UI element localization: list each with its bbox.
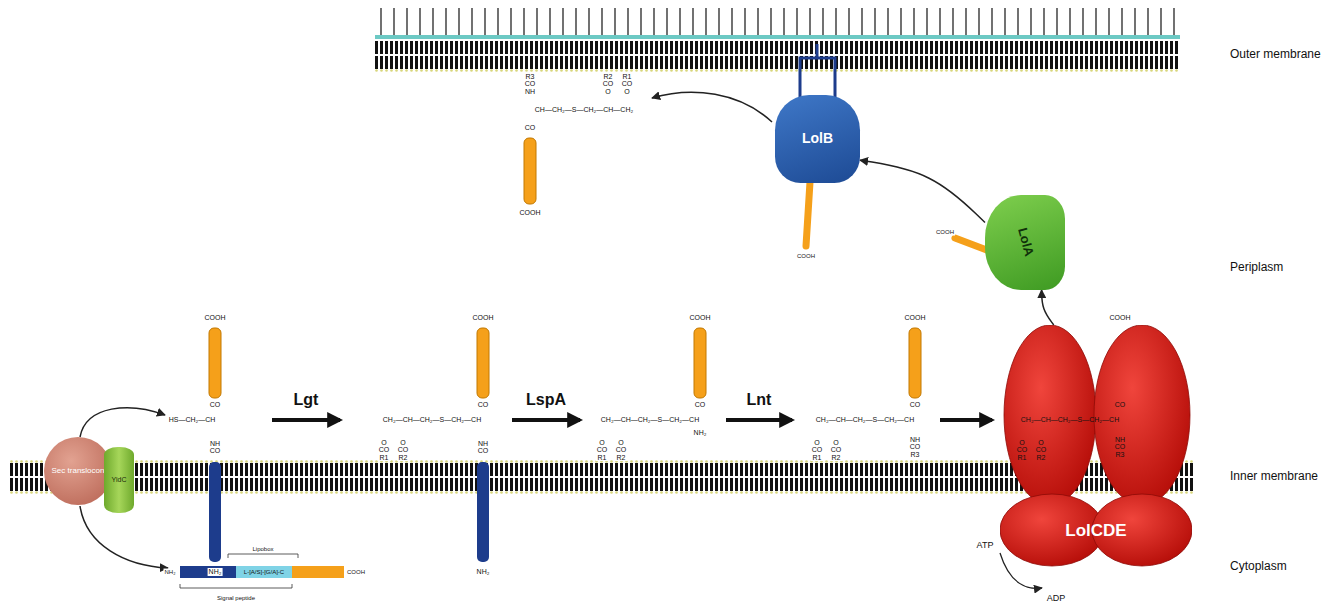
chemical-label: CH₂—CH—CH₂—S—CH₂—CH bbox=[600, 416, 700, 424]
compartment-label: Periplasm bbox=[1230, 261, 1283, 275]
chemical-label: NH₂ bbox=[476, 568, 491, 576]
chemical-label: COOH bbox=[519, 209, 542, 217]
compartment-label: Outer membrane bbox=[1230, 48, 1321, 62]
signal-peptide-bars bbox=[209, 462, 489, 562]
chemical-label: O CO R1 bbox=[378, 439, 391, 461]
chemical-label: O CO R2 bbox=[615, 439, 628, 461]
chemical-label: O CO R2 bbox=[830, 439, 843, 461]
chemical-label: CH₂—CH—CH₂—S—CH₂—CH bbox=[1021, 416, 1119, 424]
chemical-label: NH₂ bbox=[693, 429, 708, 437]
yidc-cylinder: YidC bbox=[104, 447, 134, 513]
chemical-label: COOH bbox=[689, 314, 712, 322]
node-label: LolB bbox=[802, 131, 833, 146]
lolcde-complex: LolCDE bbox=[1000, 325, 1192, 567]
export-arrow bbox=[80, 408, 165, 437]
chemical-label: R3 CO NH bbox=[524, 73, 537, 95]
precursor-arrow bbox=[80, 506, 168, 568]
chemical-label: L-[A/S]-[G/A]-C bbox=[244, 569, 284, 576]
compartment-label: Inner membrane bbox=[1230, 470, 1318, 484]
chemical-label: NH CO bbox=[209, 440, 222, 455]
chemical-label: O CO R1 bbox=[811, 439, 824, 461]
node-label: YidC bbox=[112, 476, 127, 484]
chemical-label: CH₂—CH—CH₂—S—CH₂—CH bbox=[815, 416, 915, 424]
chemical-label: NH CO R3 bbox=[909, 436, 922, 458]
lolb-cargo bbox=[806, 182, 810, 246]
chemical-label: COOH bbox=[1109, 314, 1132, 322]
chemical-label: NH₂ bbox=[208, 568, 223, 576]
lola-carrier: LolA bbox=[985, 195, 1065, 290]
lps-layer bbox=[375, 8, 1180, 36]
chemical-label: CO bbox=[1115, 401, 1126, 409]
chemical-label: COOH bbox=[472, 314, 495, 322]
chemical-label: CO bbox=[909, 401, 922, 409]
chemical-label: COOH bbox=[935, 229, 955, 236]
outer-leaflet bbox=[375, 35, 1180, 39]
precursor-sequence bbox=[180, 554, 344, 588]
chemical-label: R2 CO O bbox=[602, 73, 615, 95]
enzyme-label: Lnt bbox=[747, 391, 772, 409]
insertion-arrow bbox=[652, 92, 772, 122]
compartment-label: Cytoplasm bbox=[1230, 560, 1287, 574]
chemical-label: R1 CO O bbox=[621, 73, 634, 95]
chemical-label: CH₂—CH—CH₂—S—CH₂—CH bbox=[382, 416, 482, 424]
chemical-label: NH CO bbox=[477, 440, 490, 455]
chemical-label: Signal peptide bbox=[216, 595, 256, 602]
chemical-label: ADP bbox=[1047, 593, 1066, 603]
lolb-anchor bbox=[800, 44, 835, 100]
chemical-label: COOH bbox=[796, 253, 816, 260]
node-label: LolCDE bbox=[1065, 522, 1126, 541]
chemical-label: COOH bbox=[904, 314, 927, 322]
enzyme-label: Lgt bbox=[294, 391, 319, 409]
chemical-label: O CO R2 bbox=[397, 439, 410, 461]
chemical-label: NH CO R3 bbox=[1115, 436, 1126, 458]
chemical-label: NH₂ bbox=[164, 569, 177, 576]
chemical-label: CH—CH₂—S—CH₂—CH—CH₂ bbox=[534, 106, 634, 114]
outer-membrane bbox=[375, 39, 1180, 72]
chemical-label: COOH bbox=[204, 314, 227, 322]
translocon-circle: Sec translocon bbox=[44, 437, 112, 505]
chemical-label: CO bbox=[209, 401, 222, 409]
lolb-receptor: LolB bbox=[775, 95, 860, 183]
chemical-label: HS—CH₂—CH bbox=[168, 416, 217, 424]
chemical-label: COOH bbox=[346, 569, 366, 576]
transfer-arrow bbox=[860, 160, 985, 222]
chemical-label: O CO R1 bbox=[1017, 439, 1028, 461]
node-label: Sec translocon bbox=[52, 467, 105, 476]
node-label: LolA bbox=[1014, 227, 1035, 259]
chemical-label: CO bbox=[694, 401, 707, 409]
chemical-label: O CO R1 bbox=[596, 439, 609, 461]
enzyme-label: LspA bbox=[526, 391, 566, 409]
chemical-label: Lipobox bbox=[251, 546, 274, 553]
chemical-label: ATP bbox=[977, 540, 994, 550]
chemical-label: CO bbox=[524, 124, 537, 132]
chemical-label: O CO R2 bbox=[1036, 439, 1047, 461]
transfer-arrow bbox=[1042, 290, 1054, 325]
chemical-label: CO bbox=[477, 401, 490, 409]
